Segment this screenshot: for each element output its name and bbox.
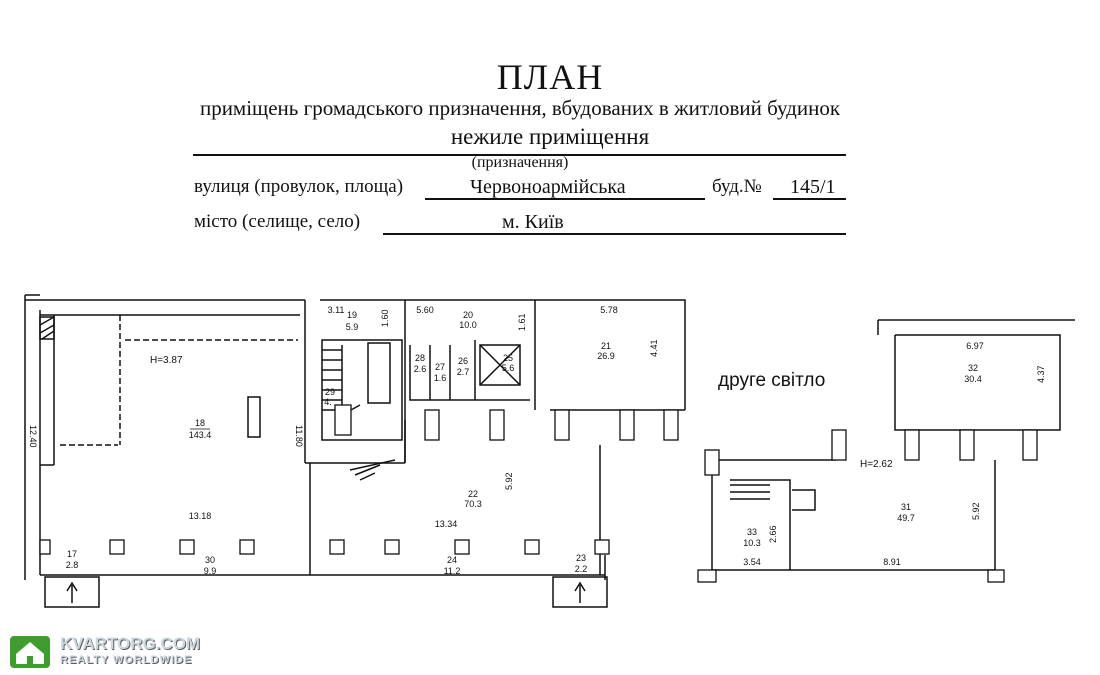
dim-4-37: 4.37 bbox=[1036, 365, 1046, 383]
room-27-number: 27 bbox=[435, 362, 445, 372]
room-18-number: 18 bbox=[195, 418, 205, 428]
dim-12-40: 12.40 bbox=[28, 425, 38, 448]
upper-floor-walls bbox=[711, 319, 1075, 571]
room-19-number: 19 bbox=[347, 310, 357, 320]
city-underline bbox=[383, 233, 846, 235]
building-value: 145/1 bbox=[790, 176, 836, 198]
dim-1-60: 1.60 bbox=[380, 309, 390, 327]
room-28-number: 28 bbox=[415, 353, 425, 363]
room-26-area: 2.7 bbox=[457, 367, 470, 377]
room-29-number: 29 bbox=[325, 387, 335, 397]
watermark-brand: KVARTORG.COM bbox=[60, 634, 201, 653]
main-floor-columns bbox=[39, 404, 679, 555]
room-22-number: 22 bbox=[468, 489, 478, 499]
purpose-caption: (призначення) bbox=[471, 154, 569, 171]
main-floor-walls bbox=[24, 294, 686, 580]
floor-plan: H=3.87 18 143.4 19 5.9 20 10.0 21 26.9 2… bbox=[0, 285, 1100, 615]
upper-floor-columns bbox=[697, 429, 1038, 583]
room-27-area: 1.6 bbox=[434, 373, 447, 383]
upper-height-note: H=2.62 bbox=[860, 459, 893, 470]
plan-header: ПЛАН приміщень громадського призначення,… bbox=[0, 0, 1100, 260]
document-subtitle: приміщень громадського призначення, вбуд… bbox=[199, 96, 841, 120]
upper-floor-labels: H=2.62 32 30.4 31 49.7 33 10.3 6.97 4.37… bbox=[743, 341, 1046, 567]
street-value: Червоноармійська bbox=[470, 176, 626, 198]
main-height-note: H=3.87 bbox=[150, 355, 183, 366]
room-31-area: 49.7 bbox=[897, 513, 915, 523]
dim-4-41: 4.41 bbox=[649, 339, 659, 357]
room-18-area: 143.4 bbox=[189, 430, 212, 440]
watermark-tagline: REALTY WORLDWIDE bbox=[60, 654, 193, 666]
dim-5-92-main: 5.92 bbox=[504, 472, 514, 490]
room-29-area: 4. bbox=[324, 397, 332, 407]
dim-2-66: 2.66 bbox=[768, 525, 778, 543]
dim-1-61: 1.61 bbox=[517, 313, 527, 331]
room-32-area: 30.4 bbox=[964, 374, 982, 384]
building-underline bbox=[773, 198, 846, 200]
dim-5-92-upper: 5.92 bbox=[971, 502, 981, 520]
city-label: місто (селище, село) bbox=[194, 211, 361, 232]
room-20-area: 10.0 bbox=[459, 320, 477, 330]
dim-3-11: 3.11 bbox=[328, 305, 345, 315]
room-24-number: 24 bbox=[447, 555, 457, 565]
room-33-area: 10.3 bbox=[743, 538, 761, 548]
room-30-number: 30 bbox=[205, 555, 215, 565]
purpose-underline bbox=[193, 154, 846, 156]
street-underline bbox=[425, 198, 705, 200]
room-31-number: 31 bbox=[901, 502, 911, 512]
dim-3-54: 3.54 bbox=[743, 557, 761, 567]
room-33-number: 33 bbox=[747, 527, 757, 537]
room-17-area: 2.8 bbox=[66, 560, 79, 570]
room-25-number: 25 bbox=[503, 353, 513, 363]
room-23-number: 23 bbox=[576, 553, 586, 563]
dim-5-78: 5.78 bbox=[600, 305, 618, 315]
dim-5-60: 5.60 bbox=[416, 305, 434, 315]
room-21-area: 26.9 bbox=[597, 351, 615, 361]
room-26-number: 26 bbox=[458, 356, 468, 366]
room-25-area: 5.6 bbox=[502, 363, 515, 373]
second-light-label: друге світло bbox=[718, 370, 825, 391]
room-19-area: 5.9 bbox=[346, 322, 359, 332]
document-title: ПЛАН bbox=[496, 57, 604, 97]
room-23-area: 2.2 bbox=[575, 564, 588, 574]
dim-11-80: 11.80 bbox=[294, 425, 304, 447]
kvartorg-watermark: KVARTORG.COM REALTY WORLDWIDE bbox=[8, 632, 208, 672]
dim-6-97: 6.97 bbox=[966, 341, 984, 351]
room-30-area: 9.9 bbox=[204, 566, 217, 576]
dim-13-34: 13.34 bbox=[435, 519, 458, 529]
premises-purpose: нежиле приміщення bbox=[450, 124, 650, 149]
room-22-area: 70.3 bbox=[464, 499, 482, 509]
house-logo-icon bbox=[10, 636, 50, 668]
entrances bbox=[44, 576, 608, 608]
city-value: м. Київ bbox=[502, 211, 564, 233]
room-24-area: 11.2 bbox=[444, 566, 461, 576]
room-21-number: 21 bbox=[601, 341, 611, 351]
room-17-number: 17 bbox=[67, 549, 77, 559]
main-floor-labels: H=3.87 18 143.4 19 5.9 20 10.0 21 26.9 2… bbox=[28, 305, 659, 576]
dim-8-91: 8.91 bbox=[883, 557, 901, 567]
room-20-number: 20 bbox=[463, 310, 473, 320]
room-28-area: 2.6 bbox=[414, 364, 427, 374]
floor-plan-drawing: H=3.87 18 143.4 19 5.9 20 10.0 21 26.9 2… bbox=[24, 294, 1075, 608]
dim-13-18: 13.18 bbox=[189, 511, 212, 521]
street-label: вулиця (провулок, площа) bbox=[194, 176, 404, 197]
building-label: буд.№ bbox=[712, 176, 762, 197]
room-32-number: 32 bbox=[968, 363, 978, 373]
